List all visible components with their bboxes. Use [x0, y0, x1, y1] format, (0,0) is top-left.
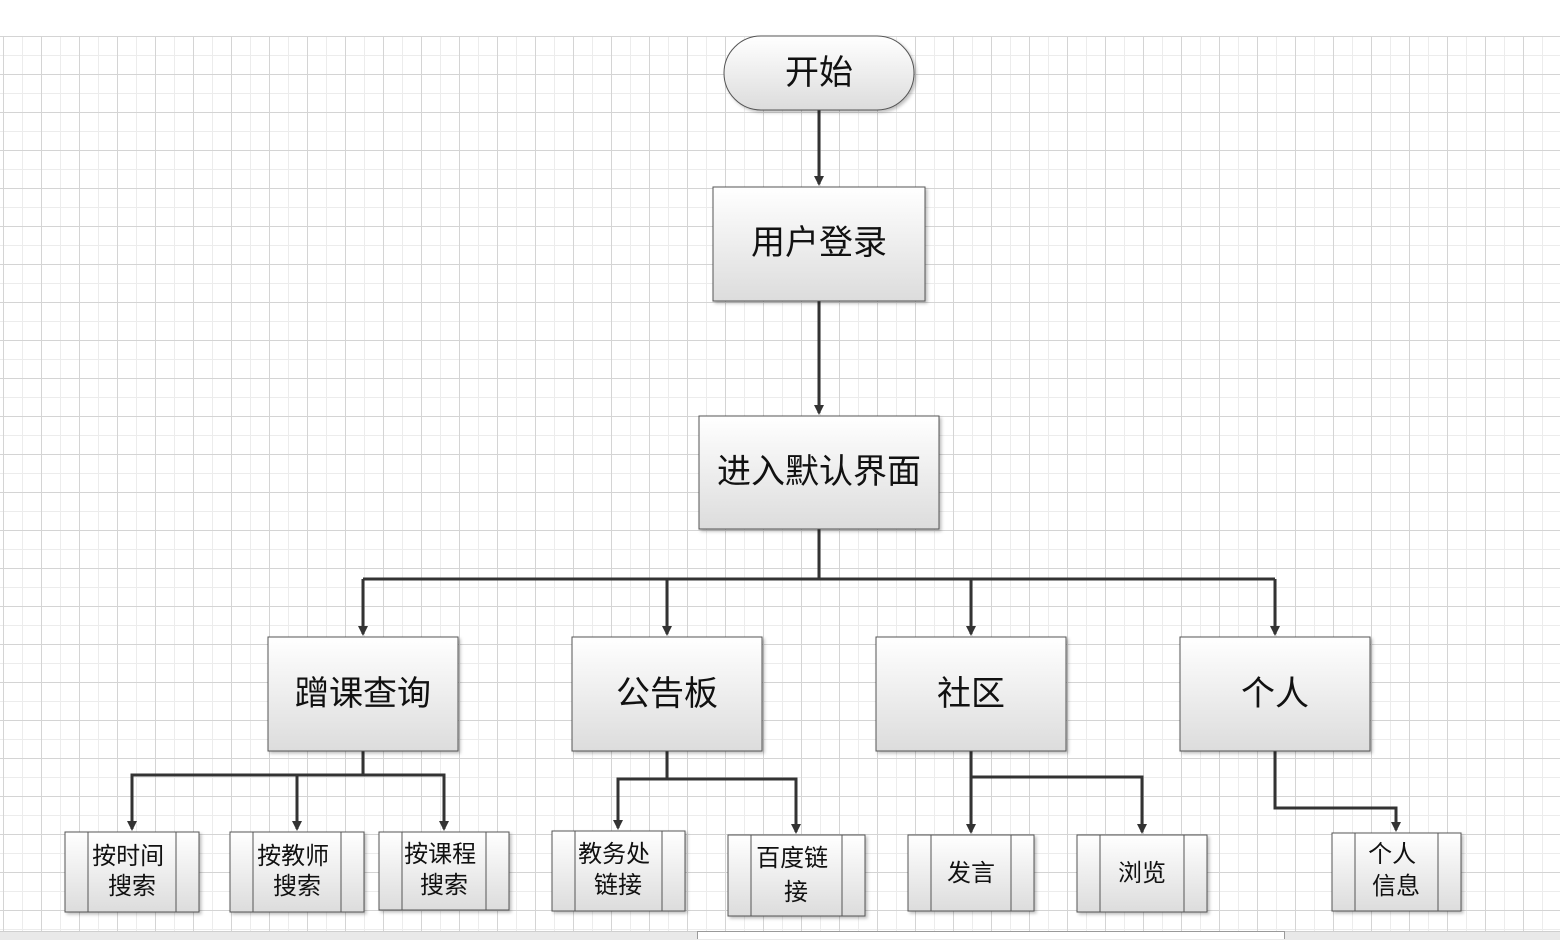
module-node-community[interactable]: 社区: [875, 636, 1067, 752]
subprocess-label-browse: 浏览: [1118, 859, 1166, 887]
bottom-panel-edge: [697, 931, 1285, 939]
subprocess-label-by-time: 按时间 搜索: [92, 842, 172, 900]
subprocess-label-by-teacher: 按教师 搜索: [257, 842, 337, 900]
module-label-bulletin: 公告板: [616, 674, 718, 714]
subprocess-label-academic-link: 教务处 链接: [578, 840, 658, 899]
module-label-personal: 个人: [1241, 674, 1309, 714]
module-label-community: 社区: [937, 674, 1005, 714]
connector-bulletin-to-baidu: [667, 777, 801, 834]
subprocess-node-by-time[interactable]: 按时间 搜索: [64, 831, 200, 913]
subprocess-node-baidu-link[interactable]: 百度链 接: [727, 834, 866, 917]
module-node-personal[interactable]: 个人: [1179, 636, 1371, 752]
subprocess-label-by-course: 按课程 搜索: [404, 840, 484, 899]
subprocess-label-baidu-link: 百度链 接: [756, 844, 836, 906]
home-label: 进入默认界面: [717, 452, 921, 492]
subprocess-node-personal-info[interactable]: 个人 信息: [1331, 832, 1462, 912]
module-node-bulletin[interactable]: 公告板: [571, 636, 763, 752]
subprocess-node-academic-link[interactable]: 教务处 链接: [551, 830, 686, 912]
connector-query-to-by-course: [363, 773, 449, 831]
subprocess-node-post[interactable]: 发言: [907, 834, 1035, 912]
connector-bulletin-to-academic: [613, 751, 669, 830]
subprocess-label-post: 发言: [947, 859, 995, 887]
connector-community-to-browse: [971, 775, 1147, 834]
login-label: 用户登录: [751, 223, 887, 263]
connector-query-to-by-time: [127, 751, 365, 831]
connectors: [127, 110, 1401, 834]
subprocess-label-personal-info: 个人 信息: [1368, 840, 1424, 900]
module-node-query[interactable]: 蹭课查询: [267, 636, 459, 752]
subprocess-node-by-course[interactable]: 按课程 搜索: [378, 831, 510, 911]
home-node[interactable]: 进入默认界面: [698, 415, 940, 530]
module-label-query: 蹭课查询: [295, 674, 431, 714]
start-label: 开始: [785, 53, 853, 93]
start-node[interactable]: 开始: [723, 35, 915, 111]
subprocess-node-browse[interactable]: 浏览: [1076, 834, 1208, 913]
connector-personal-to-info: [1273, 751, 1401, 832]
login-node[interactable]: 用户登录: [712, 186, 926, 302]
subprocess-node-by-teacher[interactable]: 按教师 搜索: [229, 831, 365, 913]
